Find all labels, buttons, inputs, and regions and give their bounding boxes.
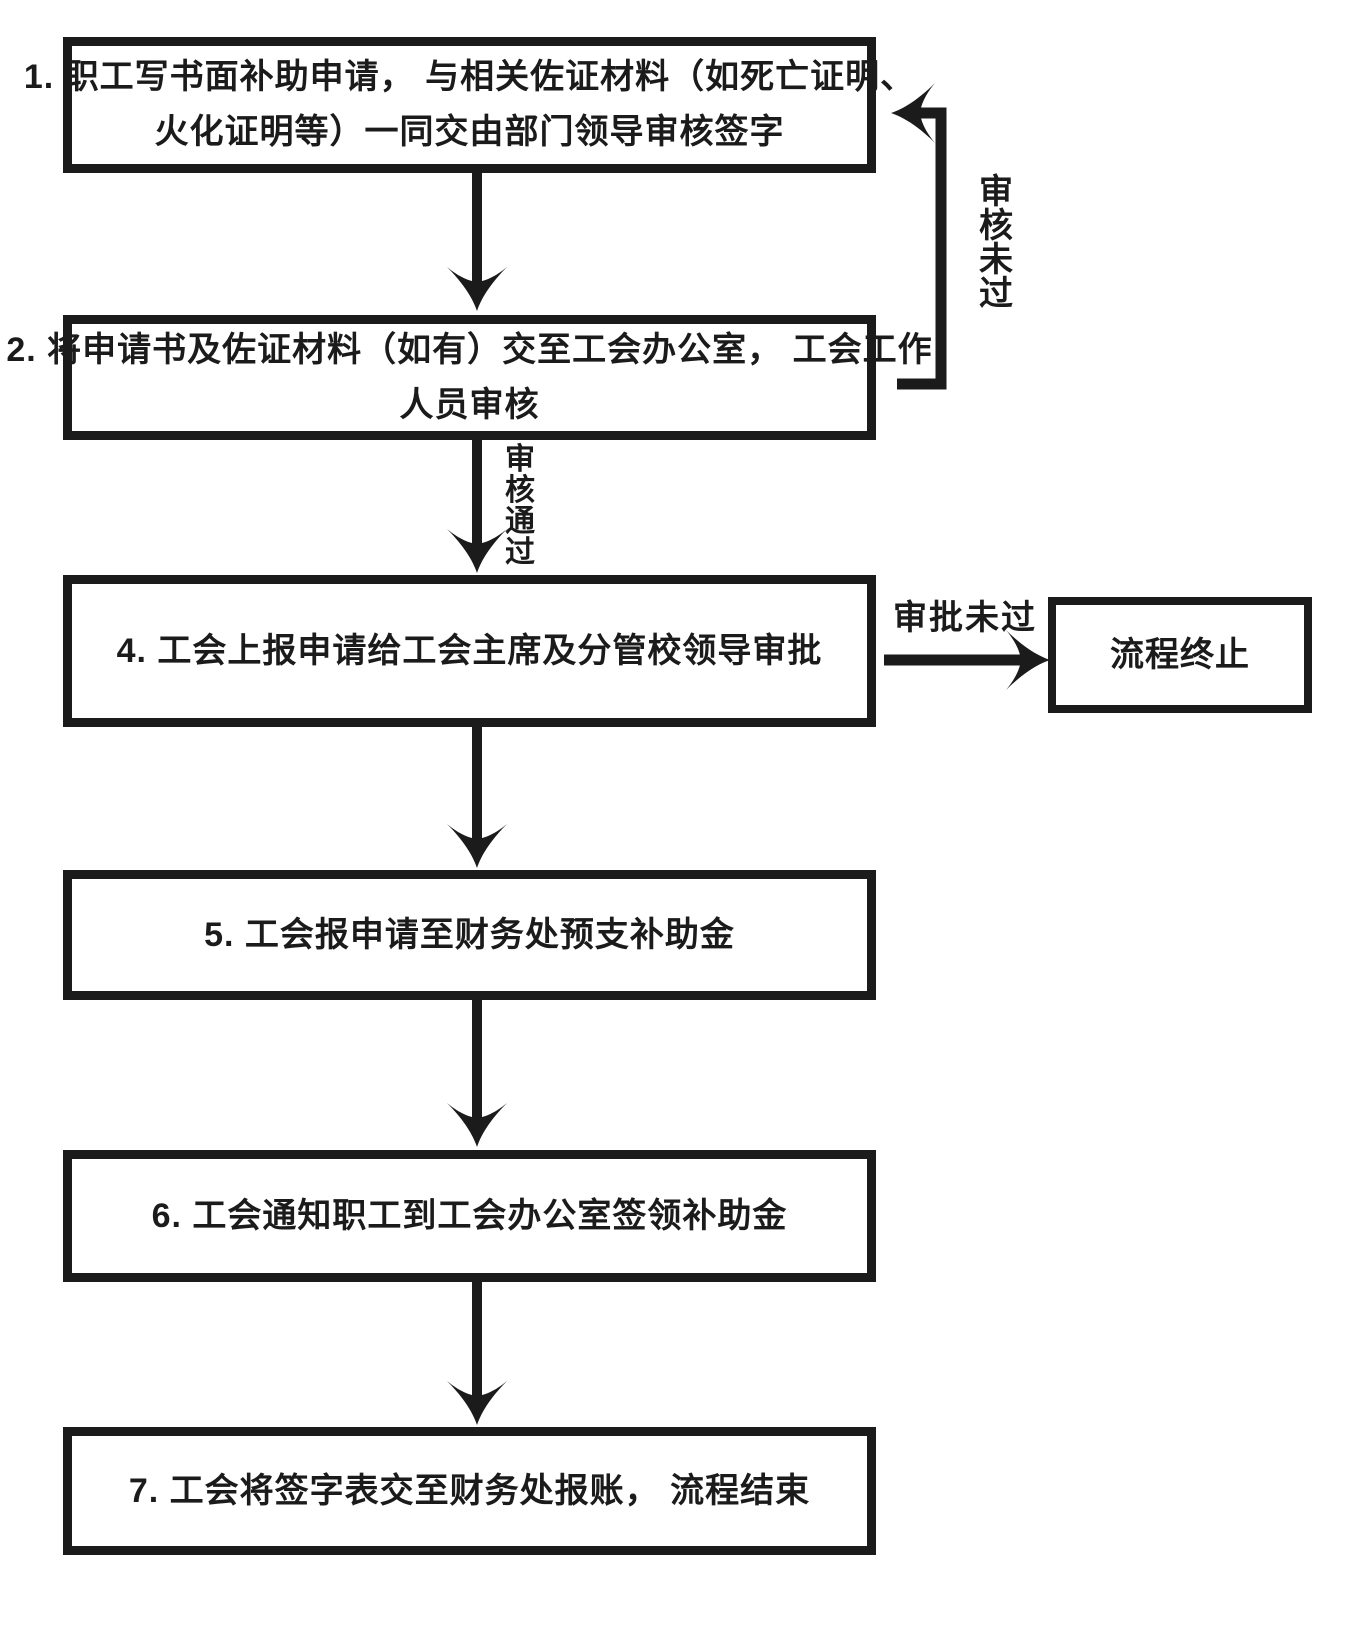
step7-text: 7. 工会将签字表交至财务处报账， 流程结束 — [128, 1471, 811, 1510]
arrow-step6-to-step7 — [447, 1279, 507, 1425]
step5-text: 5. 工会报申请至财务处预支补助金 — [204, 915, 735, 954]
step4-box: 4. 工会上报申请给工会主席及分管校领导审批 — [63, 575, 876, 727]
step2-text-line1: 2. 将申请书及佐证材料（如有）交至工会办公室， 工会工作 — [6, 330, 933, 369]
arrow-step1-to-step2 — [447, 170, 507, 311]
arrow-step2-to-step4 — [447, 436, 507, 573]
step6-box: 6. 工会通知职工到工会办公室签领补助金 — [63, 1150, 876, 1282]
edge-label-review-fail: 审核未过 — [979, 173, 1013, 313]
step2-box: 2. 将申请书及佐证材料（如有）交至工会办公室， 工会工作 人员审核 — [6, 315, 932, 440]
step4-text: 4. 工会上报申请给工会主席及分管校领导审批 — [116, 631, 823, 670]
arrow-step4-to-step5 — [447, 725, 507, 868]
step1-text-line1: 1. 职工写书面补助申请， 与相关佐证材料（如死亡证明、 — [23, 58, 916, 96]
step1-box: 1. 职工写书面补助申请， 与相关佐证材料（如死亡证明、 火化证明等）一同交由部… — [24, 37, 914, 173]
step2-text-line2: 人员审核 — [399, 385, 540, 424]
edge-label-review-pass: 审核通过 — [505, 443, 535, 569]
terminate-text: 流程终止 — [1110, 635, 1250, 674]
step5-box: 5. 工会报申请至财务处预支补助金 — [63, 870, 876, 1000]
step6-text: 6. 工会通知职工到工会办公室签领补助金 — [151, 1196, 788, 1235]
arrow-approval-fail-to-terminate — [884, 630, 1050, 690]
arrow-step5-to-step6 — [447, 998, 507, 1147]
terminate-box: 流程终止 — [1048, 597, 1312, 713]
edge-label-approval-fail: 审批未过 — [893, 599, 1037, 637]
step7-box: 7. 工会将签字表交至财务处报账， 流程结束 — [63, 1427, 876, 1555]
loop-review-fail-arrow — [891, 83, 947, 390]
step1-text-line2: 火化证明等）一同交由部门领导审核签字 — [154, 113, 785, 151]
